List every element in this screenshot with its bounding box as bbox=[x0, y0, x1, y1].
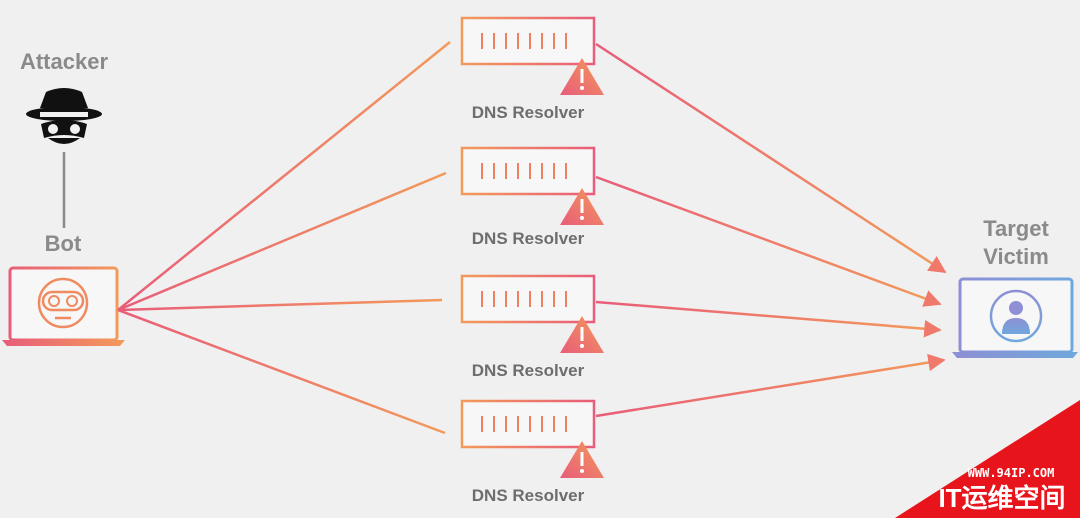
request-lines bbox=[117, 41, 451, 435]
request-line-4 bbox=[117, 308, 446, 435]
dns-resolver-3: DNS Resolver bbox=[460, 274, 604, 380]
dns-resolver-4: DNS Resolver bbox=[460, 399, 604, 505]
dns-resolver-4-label: DNS Resolver bbox=[472, 486, 585, 505]
response-lines bbox=[595, 42, 947, 418]
response-line-1 bbox=[595, 42, 947, 274]
request-line-2 bbox=[117, 171, 447, 312]
dns-resolver-3-label: DNS Resolver bbox=[472, 361, 585, 380]
server-warning-icon bbox=[460, 16, 604, 95]
watermark-brand: IT运维空间 bbox=[938, 483, 1065, 513]
robot-laptop-icon bbox=[2, 266, 125, 346]
server-warning-icon bbox=[460, 146, 604, 225]
server-warning-icon bbox=[460, 399, 604, 478]
dns-resolver-2-label: DNS Resolver bbox=[472, 229, 585, 248]
dns-resolver-1-label: DNS Resolver bbox=[472, 103, 585, 122]
target-victim-node: Target Victim bbox=[952, 216, 1078, 358]
target-label-line1: Target bbox=[983, 216, 1049, 241]
bot-label: Bot bbox=[45, 231, 82, 256]
target-label-line2: Victim bbox=[983, 244, 1049, 269]
watermark-url: WWW.94IP.COM bbox=[968, 466, 1055, 480]
bot-node: Bot bbox=[2, 231, 125, 346]
dns-resolver-1: DNS Resolver bbox=[460, 16, 604, 122]
server-warning-icon bbox=[460, 274, 604, 353]
attacker-node: Attacker bbox=[20, 49, 108, 228]
user-laptop-icon bbox=[952, 277, 1078, 358]
watermark-corner-banner bbox=[895, 400, 1080, 518]
request-line-1 bbox=[117, 41, 451, 311]
attacker-label: Attacker bbox=[20, 49, 108, 74]
dns-resolver-2: DNS Resolver bbox=[460, 146, 604, 248]
response-line-3 bbox=[595, 300, 942, 338]
response-line-2 bbox=[595, 175, 942, 307]
watermark: WWW.94IP.COM IT运维空间 bbox=[895, 400, 1080, 518]
request-line-3 bbox=[117, 298, 443, 312]
response-line-4 bbox=[595, 353, 946, 418]
spy-hat-mask-icon bbox=[26, 88, 102, 144]
